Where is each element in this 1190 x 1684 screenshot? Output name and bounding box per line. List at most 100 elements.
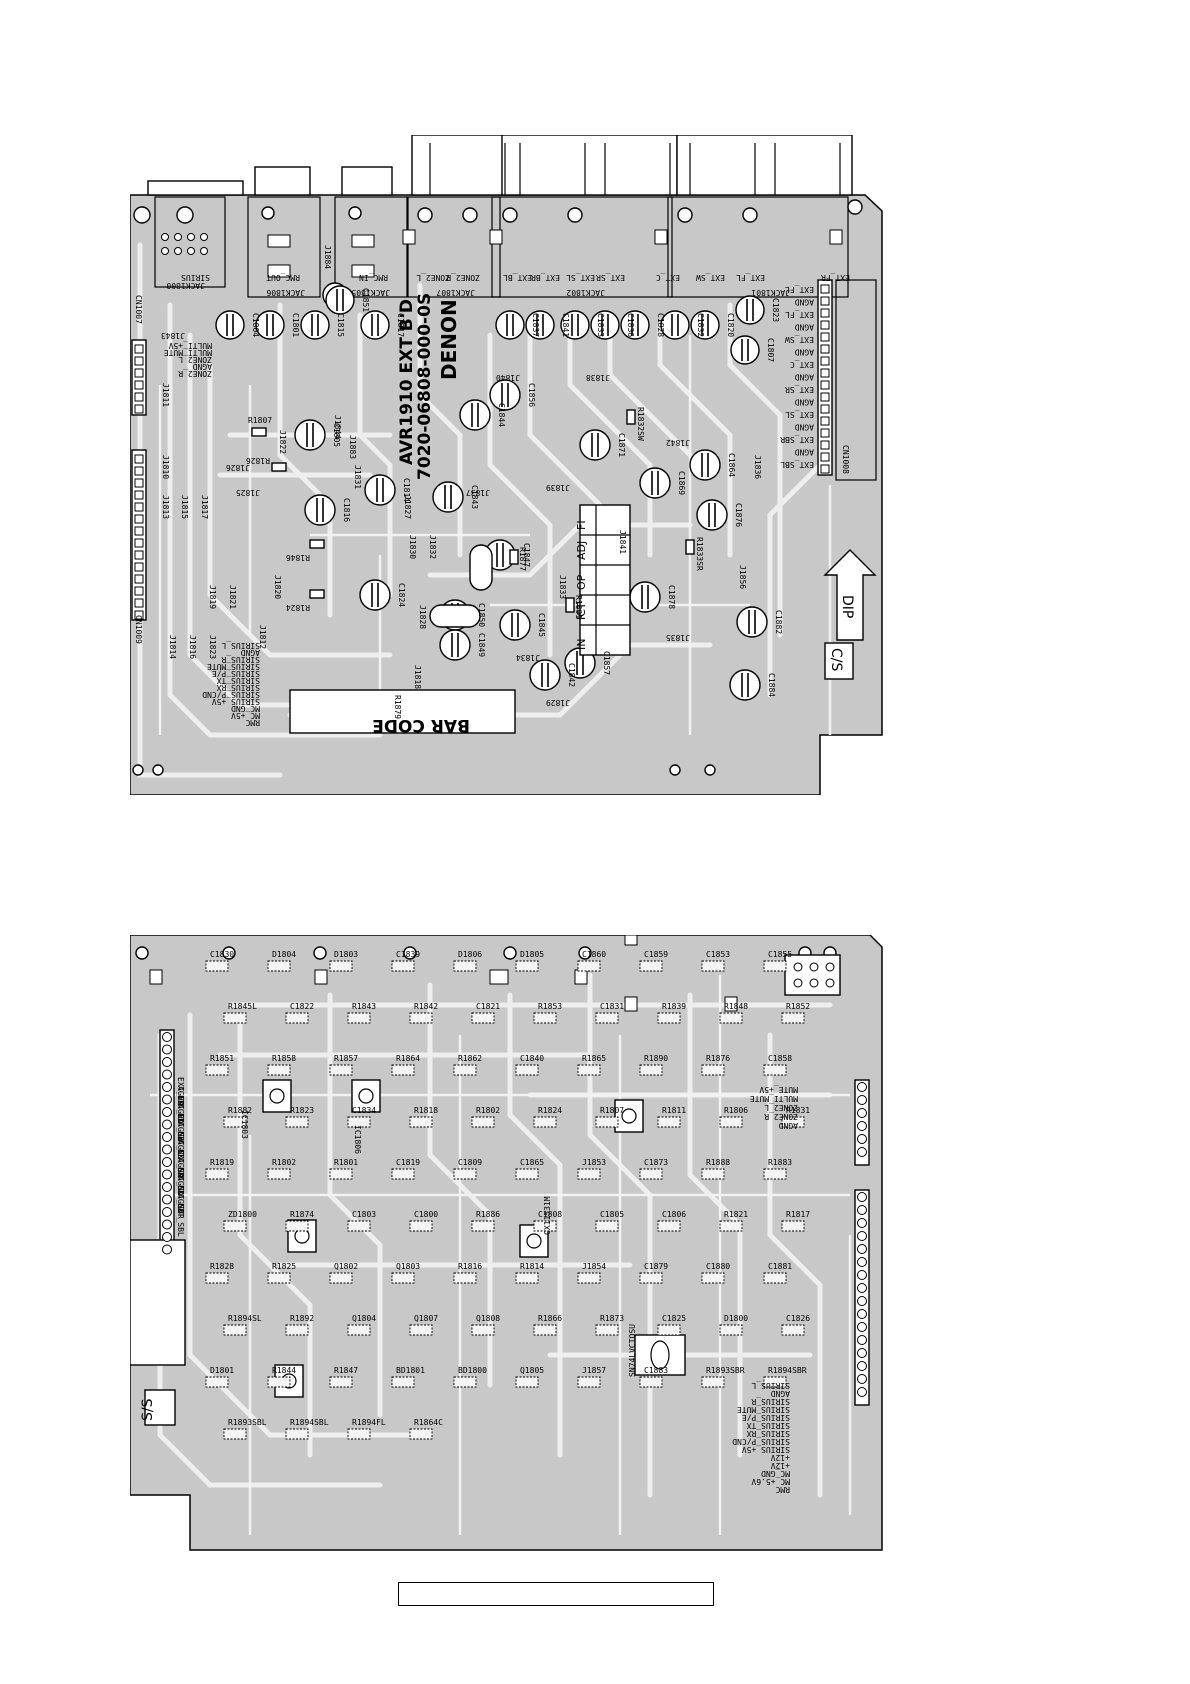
smd-footprint: [223, 1220, 247, 1232]
connector-pin-label: EXT_SR: [176, 1149, 185, 1178]
capacitor: [432, 481, 464, 513]
connector-pin-label: MC_+5V: [231, 711, 260, 720]
connector-pin-label: SIRIUS_P/CND: [732, 1437, 790, 1446]
smd-footprint: [595, 1012, 619, 1024]
header-pin: [820, 356, 830, 366]
smd-footprint: [657, 1012, 681, 1024]
smd-footprint: [533, 1012, 557, 1024]
smd-footprint: [205, 1064, 229, 1076]
component-label: C1858: [768, 1054, 792, 1063]
component-label: R1839: [662, 1002, 686, 1011]
jumper-label: J1840: [496, 373, 520, 382]
jumper-label: J1819: [208, 585, 217, 609]
oval-parts: [429, 544, 493, 628]
smd-footprint: [471, 1324, 495, 1336]
smd-footprint: [453, 960, 477, 972]
capacitor-label: C1857: [602, 651, 611, 675]
jumper-label: J1828: [418, 605, 427, 629]
component-label: R1814: [520, 1262, 544, 1271]
header-pin: [162, 1069, 172, 1080]
component-label: R1818: [414, 1106, 438, 1115]
capacitor: [629, 581, 661, 613]
component-label: C1821: [476, 1002, 500, 1011]
smd-footprint: [471, 1116, 495, 1128]
header-pin: [820, 464, 830, 474]
smd-footprint: [639, 1272, 663, 1284]
connector-pin-label: EXT_FL: [785, 310, 814, 319]
ss-label: S/S: [140, 1398, 156, 1421]
header-pin: [134, 598, 144, 608]
component-label: C1865: [520, 1158, 544, 1167]
smd-footprint: [657, 1220, 681, 1232]
resistor-label: R1879: [393, 695, 402, 719]
smd-footprint: [453, 1376, 477, 1388]
connector-pin-label: AGND: [795, 348, 814, 357]
jack-sub-label: EXT_BL: [503, 273, 532, 282]
header-pin: [857, 1205, 867, 1215]
component-label: R1874: [290, 1210, 314, 1219]
connector-pin-label: +12V: [771, 1461, 790, 1470]
jumper-label: J1856: [738, 565, 747, 589]
header-pin: [820, 416, 830, 426]
capacitor: [495, 310, 525, 340]
capacitor: [359, 579, 391, 611]
connector-pin-label: AGND: [193, 362, 212, 371]
header-pin: [162, 1207, 172, 1217]
capacitor: [499, 609, 531, 641]
header-pin: [134, 526, 144, 536]
header-pin: [162, 1232, 172, 1242]
smd-parts: [205, 960, 805, 1440]
resistor-label: R1824: [286, 603, 310, 612]
capacitor: [560, 310, 590, 340]
resistor-label: R1807: [248, 416, 272, 425]
header-pin: [134, 574, 144, 584]
capacitor: [364, 474, 396, 506]
smd-footprint: [329, 1376, 353, 1388]
header-pin: [134, 538, 144, 548]
header-pin: [162, 1244, 172, 1255]
connector-pin-label: MULTI_MUTE: [164, 348, 212, 357]
resistor-label: R1877: [518, 547, 527, 571]
jack-sub-label: SIRIUS: [181, 273, 210, 282]
page-footer-box: [398, 1582, 714, 1606]
connector-pin-label: AGND: [795, 373, 814, 382]
connector-label: CN1007: [134, 295, 143, 324]
connector-pin-label: +12V: [771, 1453, 790, 1462]
dip-arrow: [823, 549, 877, 641]
connector-pin-label: MC_+5.6V: [751, 1477, 790, 1486]
header-pin: [825, 978, 835, 988]
smd-footprint: [701, 1168, 725, 1180]
smd-footprint: [719, 1012, 743, 1024]
header-pin: [820, 404, 830, 414]
jumper-label: J1820: [273, 575, 282, 599]
component-label: R1865: [582, 1054, 606, 1063]
capacitor: [255, 310, 285, 340]
header-pin: [857, 1244, 867, 1254]
smd-footprint: [409, 1012, 433, 1024]
jack-label: JACK1807: [436, 288, 475, 297]
connector-pin-label: SIRIUS_L: [751, 1381, 790, 1390]
smd-footprint: [701, 960, 725, 972]
jumper-label: J1823: [208, 635, 217, 659]
component-label: R1894SBR: [768, 1366, 807, 1375]
jumper-label: J1832: [428, 535, 437, 559]
component-label: R1824: [538, 1106, 562, 1115]
jumper-label: J1827: [403, 495, 412, 519]
jumper-label: J1836: [753, 455, 762, 479]
header-pin: [820, 368, 830, 378]
smd-footprint: [595, 1116, 619, 1128]
jack-sub-label: ZONE2_R: [446, 273, 480, 282]
jumper-label: J1816: [188, 635, 197, 659]
component-label: R1821: [724, 1210, 748, 1219]
connector-pin-label: EXT_SL: [785, 410, 814, 419]
smd-footprint: [391, 960, 415, 972]
header-pin: [820, 440, 830, 450]
smd-footprint: [639, 1376, 663, 1388]
component-label: C1880: [706, 1262, 730, 1271]
smd-footprint: [763, 1064, 787, 1076]
capacitor: [300, 310, 330, 340]
smd-footprint: [719, 1324, 743, 1336]
